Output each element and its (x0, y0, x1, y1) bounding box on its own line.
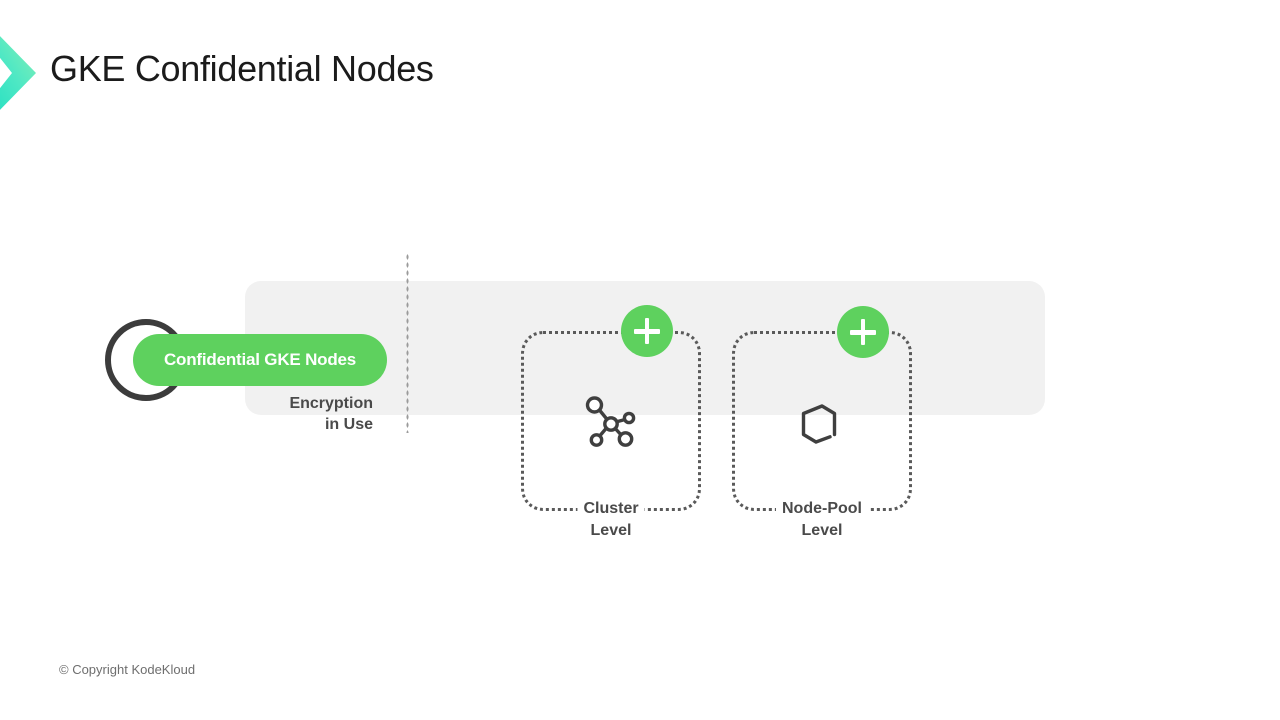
chevron-right-icon (0, 36, 36, 110)
footer-copyright: © Copyright KodeKloud (59, 662, 196, 677)
plus-icon-vertical (860, 319, 866, 345)
encryption-caption-line1: Encryption (289, 395, 373, 412)
nodepool-level-box[interactable]: Node-Pool Level (732, 331, 912, 539)
encryption-caption: Encryption in Use (193, 393, 373, 435)
vertical-dotted-divider (406, 253, 409, 433)
nodepool-level-label-line1: Node-Pool (776, 498, 868, 520)
cluster-add-button[interactable] (621, 305, 673, 357)
page-title: GKE Confidential Nodes (50, 48, 434, 89)
encryption-caption-line2: in Use (324, 416, 373, 433)
slide-header: GKE Confidential Nodes (0, 0, 1280, 140)
cluster-level-label-line2: Level (590, 522, 632, 539)
confidential-gke-nodes-pill[interactable]: Confidential GKE Nodes (133, 334, 387, 386)
plus-icon-vertical (644, 318, 650, 344)
nodepool-level-label: Node-Pool Level (768, 498, 876, 542)
cluster-level-label-line1: Cluster (577, 498, 645, 520)
cluster-level-label: Cluster Level (569, 498, 652, 542)
hexagon-icon (801, 404, 837, 444)
nodepool-level-label-line2: Level (801, 522, 843, 539)
network-nodes-icon (585, 396, 636, 447)
pill-label: Confidential GKE Nodes (163, 350, 357, 369)
nodepool-add-button[interactable] (837, 306, 889, 358)
cluster-level-box[interactable]: Cluster Level (521, 331, 701, 539)
